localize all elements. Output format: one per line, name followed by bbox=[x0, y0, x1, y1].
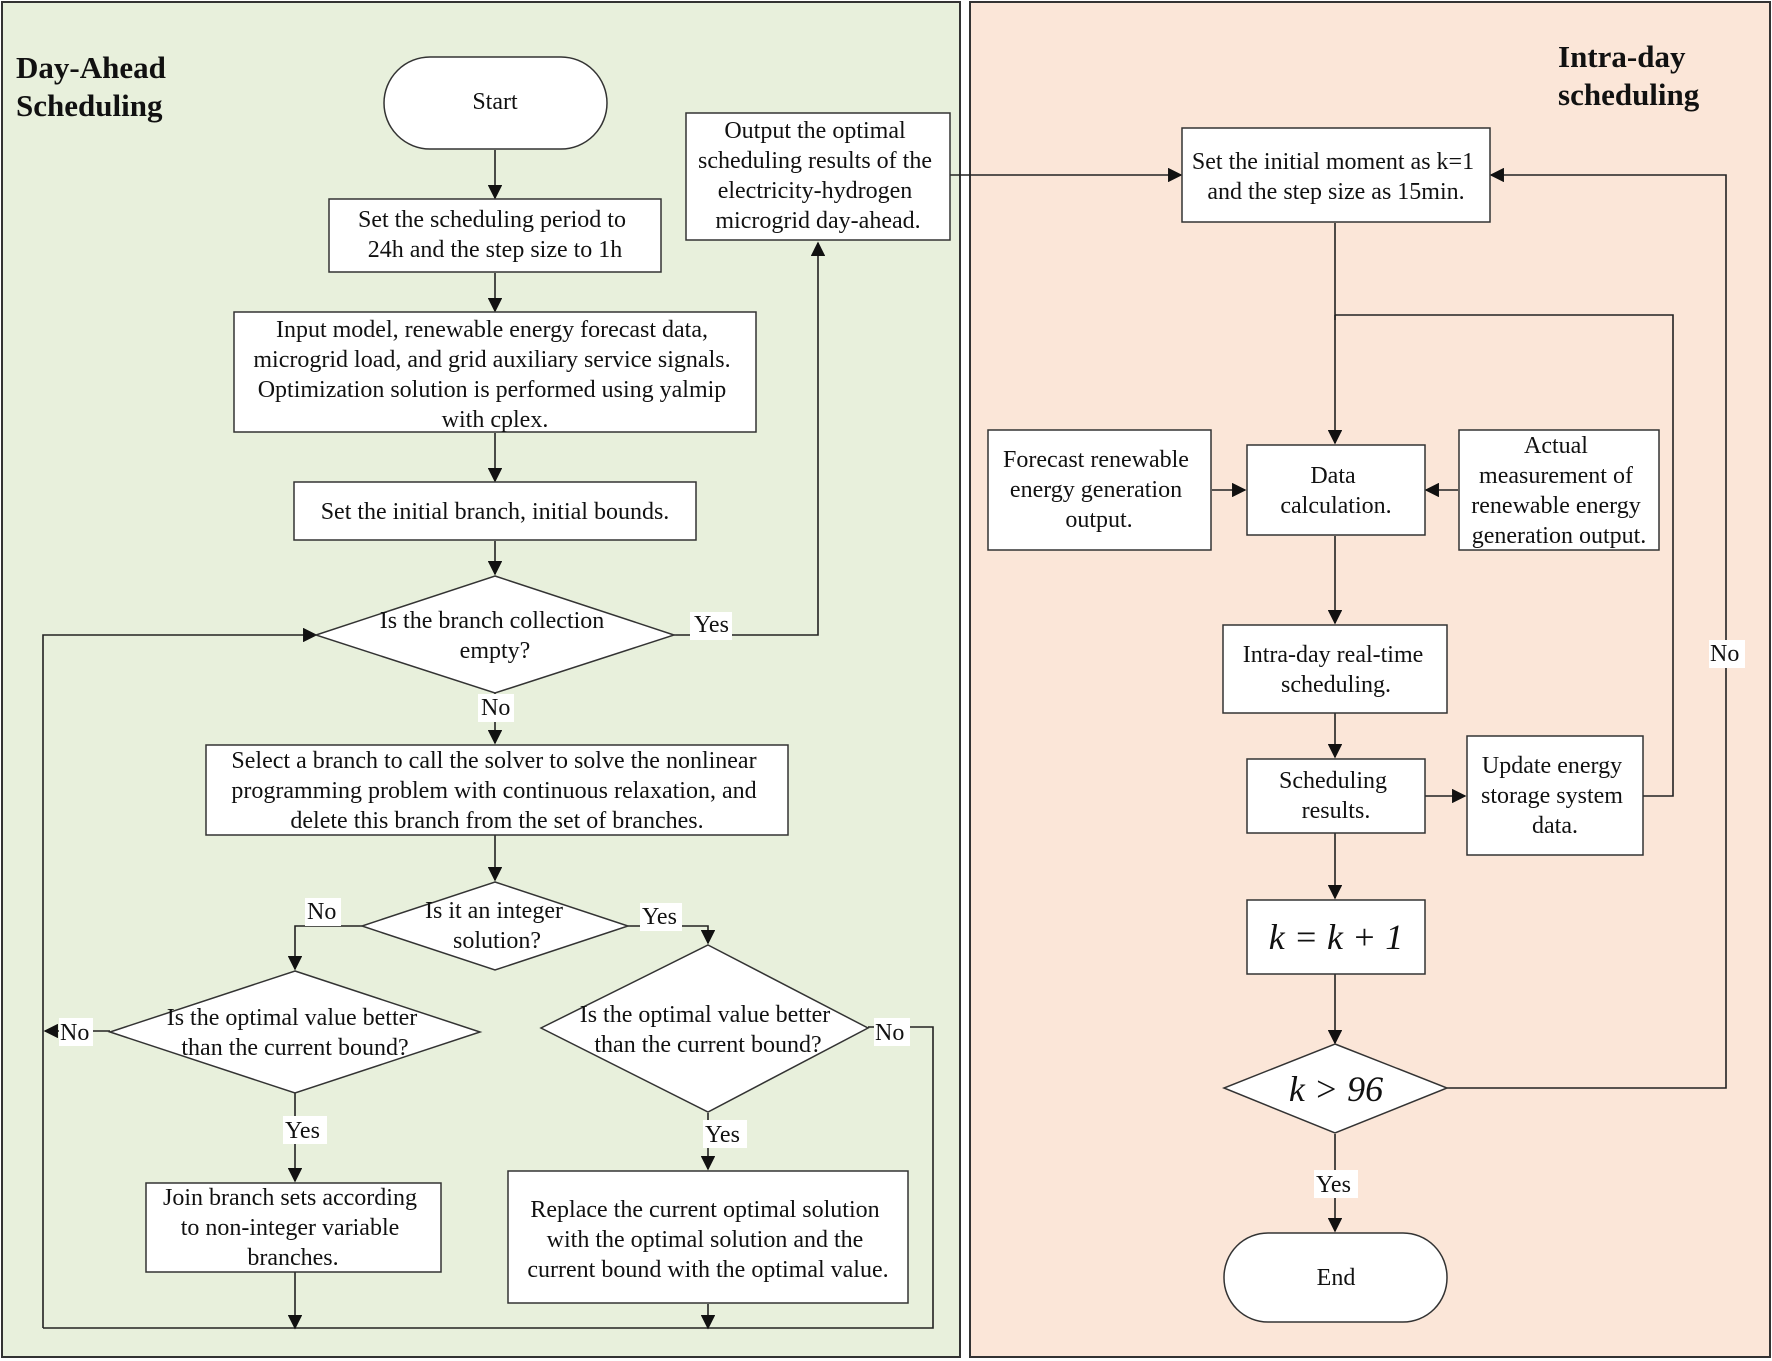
start-terminal bbox=[383, 56, 608, 150]
optimal-better-right-text: Is the optimal value better than the cur… bbox=[580, 1002, 837, 1058]
yes-right-label: Yes bbox=[705, 1122, 740, 1148]
k-increment-box bbox=[1246, 899, 1426, 975]
intraday-realtime-text: Intra-day real-time scheduling. bbox=[1243, 642, 1430, 698]
yes-k-label: Yes bbox=[1316, 1172, 1351, 1198]
set-branch-box bbox=[293, 481, 697, 541]
actual-measure-box bbox=[1458, 429, 1660, 551]
no-left-label: No bbox=[60, 1020, 89, 1046]
end-label: End bbox=[1317, 1265, 1356, 1291]
actual-measure-text: Actual measurement of renewable energy g… bbox=[1471, 433, 1646, 549]
input-model-box bbox=[233, 311, 757, 433]
no-right-label: No bbox=[875, 1020, 904, 1046]
set-initial-moment-text: Set the initial moment as k=1 and the st… bbox=[1192, 149, 1480, 205]
edge-labels: Yes No No Yes No Yes No Yes No Yes bbox=[59, 612, 1745, 1198]
optimal-better-left-decision bbox=[107, 970, 483, 1094]
day-ahead-title: Day-Ahead Scheduling bbox=[16, 50, 174, 123]
data-calc-box bbox=[1246, 444, 1426, 536]
yes-empty-label: Yes bbox=[694, 612, 729, 638]
k-increment-text: k = k + 1 bbox=[1269, 917, 1404, 957]
integer-solution-decision bbox=[359, 881, 631, 971]
k-compare-text: k > 96 bbox=[1289, 1069, 1383, 1109]
yes-left-label: Yes bbox=[285, 1118, 320, 1144]
k-compare-decision bbox=[1221, 1043, 1450, 1134]
branch-empty-text: Is the branch collection empty? bbox=[380, 608, 611, 664]
yes-integer-label: Yes bbox=[642, 904, 677, 930]
input-model-text: Input model, renewable energy forecast d… bbox=[253, 317, 736, 433]
intraday-realtime-box bbox=[1222, 624, 1448, 714]
select-branch-text: Select a branch to call the solver to so… bbox=[231, 748, 762, 834]
intra-day-title: Intra-day scheduling bbox=[1558, 39, 1700, 112]
update-storage-box bbox=[1466, 735, 1644, 856]
end-terminal bbox=[1223, 1232, 1448, 1323]
join-branch-text: Join branch sets according to non-intege… bbox=[163, 1185, 423, 1271]
no-integer-label: No bbox=[307, 899, 336, 925]
set-branch-text: Set the initial branch, initial bounds. bbox=[321, 499, 670, 525]
select-branch-box bbox=[205, 744, 789, 836]
optimal-better-left-text: Is the optimal value better than the cur… bbox=[167, 1005, 424, 1061]
forecast-text: Forecast renewable energy generation out… bbox=[1003, 447, 1195, 533]
output-results-text: Output the optimal scheduling results of… bbox=[698, 118, 938, 234]
branch-empty-decision bbox=[313, 575, 677, 694]
start-label: Start bbox=[472, 89, 518, 115]
scheduling-results-box bbox=[1246, 758, 1426, 834]
update-storage-text: Update energy storage system data. bbox=[1481, 753, 1629, 839]
scheduling-results-text: Scheduling results. bbox=[1279, 768, 1393, 824]
forecast-box bbox=[987, 429, 1212, 551]
join-branch-box bbox=[145, 1182, 442, 1273]
set-period-text: Set the scheduling period to 24h and the… bbox=[358, 207, 632, 263]
replace-solution-text: Replace the current optimal solution wit… bbox=[527, 1197, 888, 1283]
no-k-label: No bbox=[1710, 641, 1739, 667]
set-initial-moment-box bbox=[1181, 127, 1491, 223]
optimal-better-right-decision bbox=[539, 944, 870, 1113]
no-empty-label: No bbox=[481, 695, 510, 721]
output-results-box bbox=[685, 112, 951, 241]
set-period-box bbox=[328, 198, 662, 273]
integer-solution-text: Is it an integer solution? bbox=[425, 898, 569, 954]
data-calc-text: Data calculation. bbox=[1280, 463, 1391, 519]
replace-solution-box bbox=[507, 1170, 909, 1304]
right-edges bbox=[1212, 167, 1727, 1233]
